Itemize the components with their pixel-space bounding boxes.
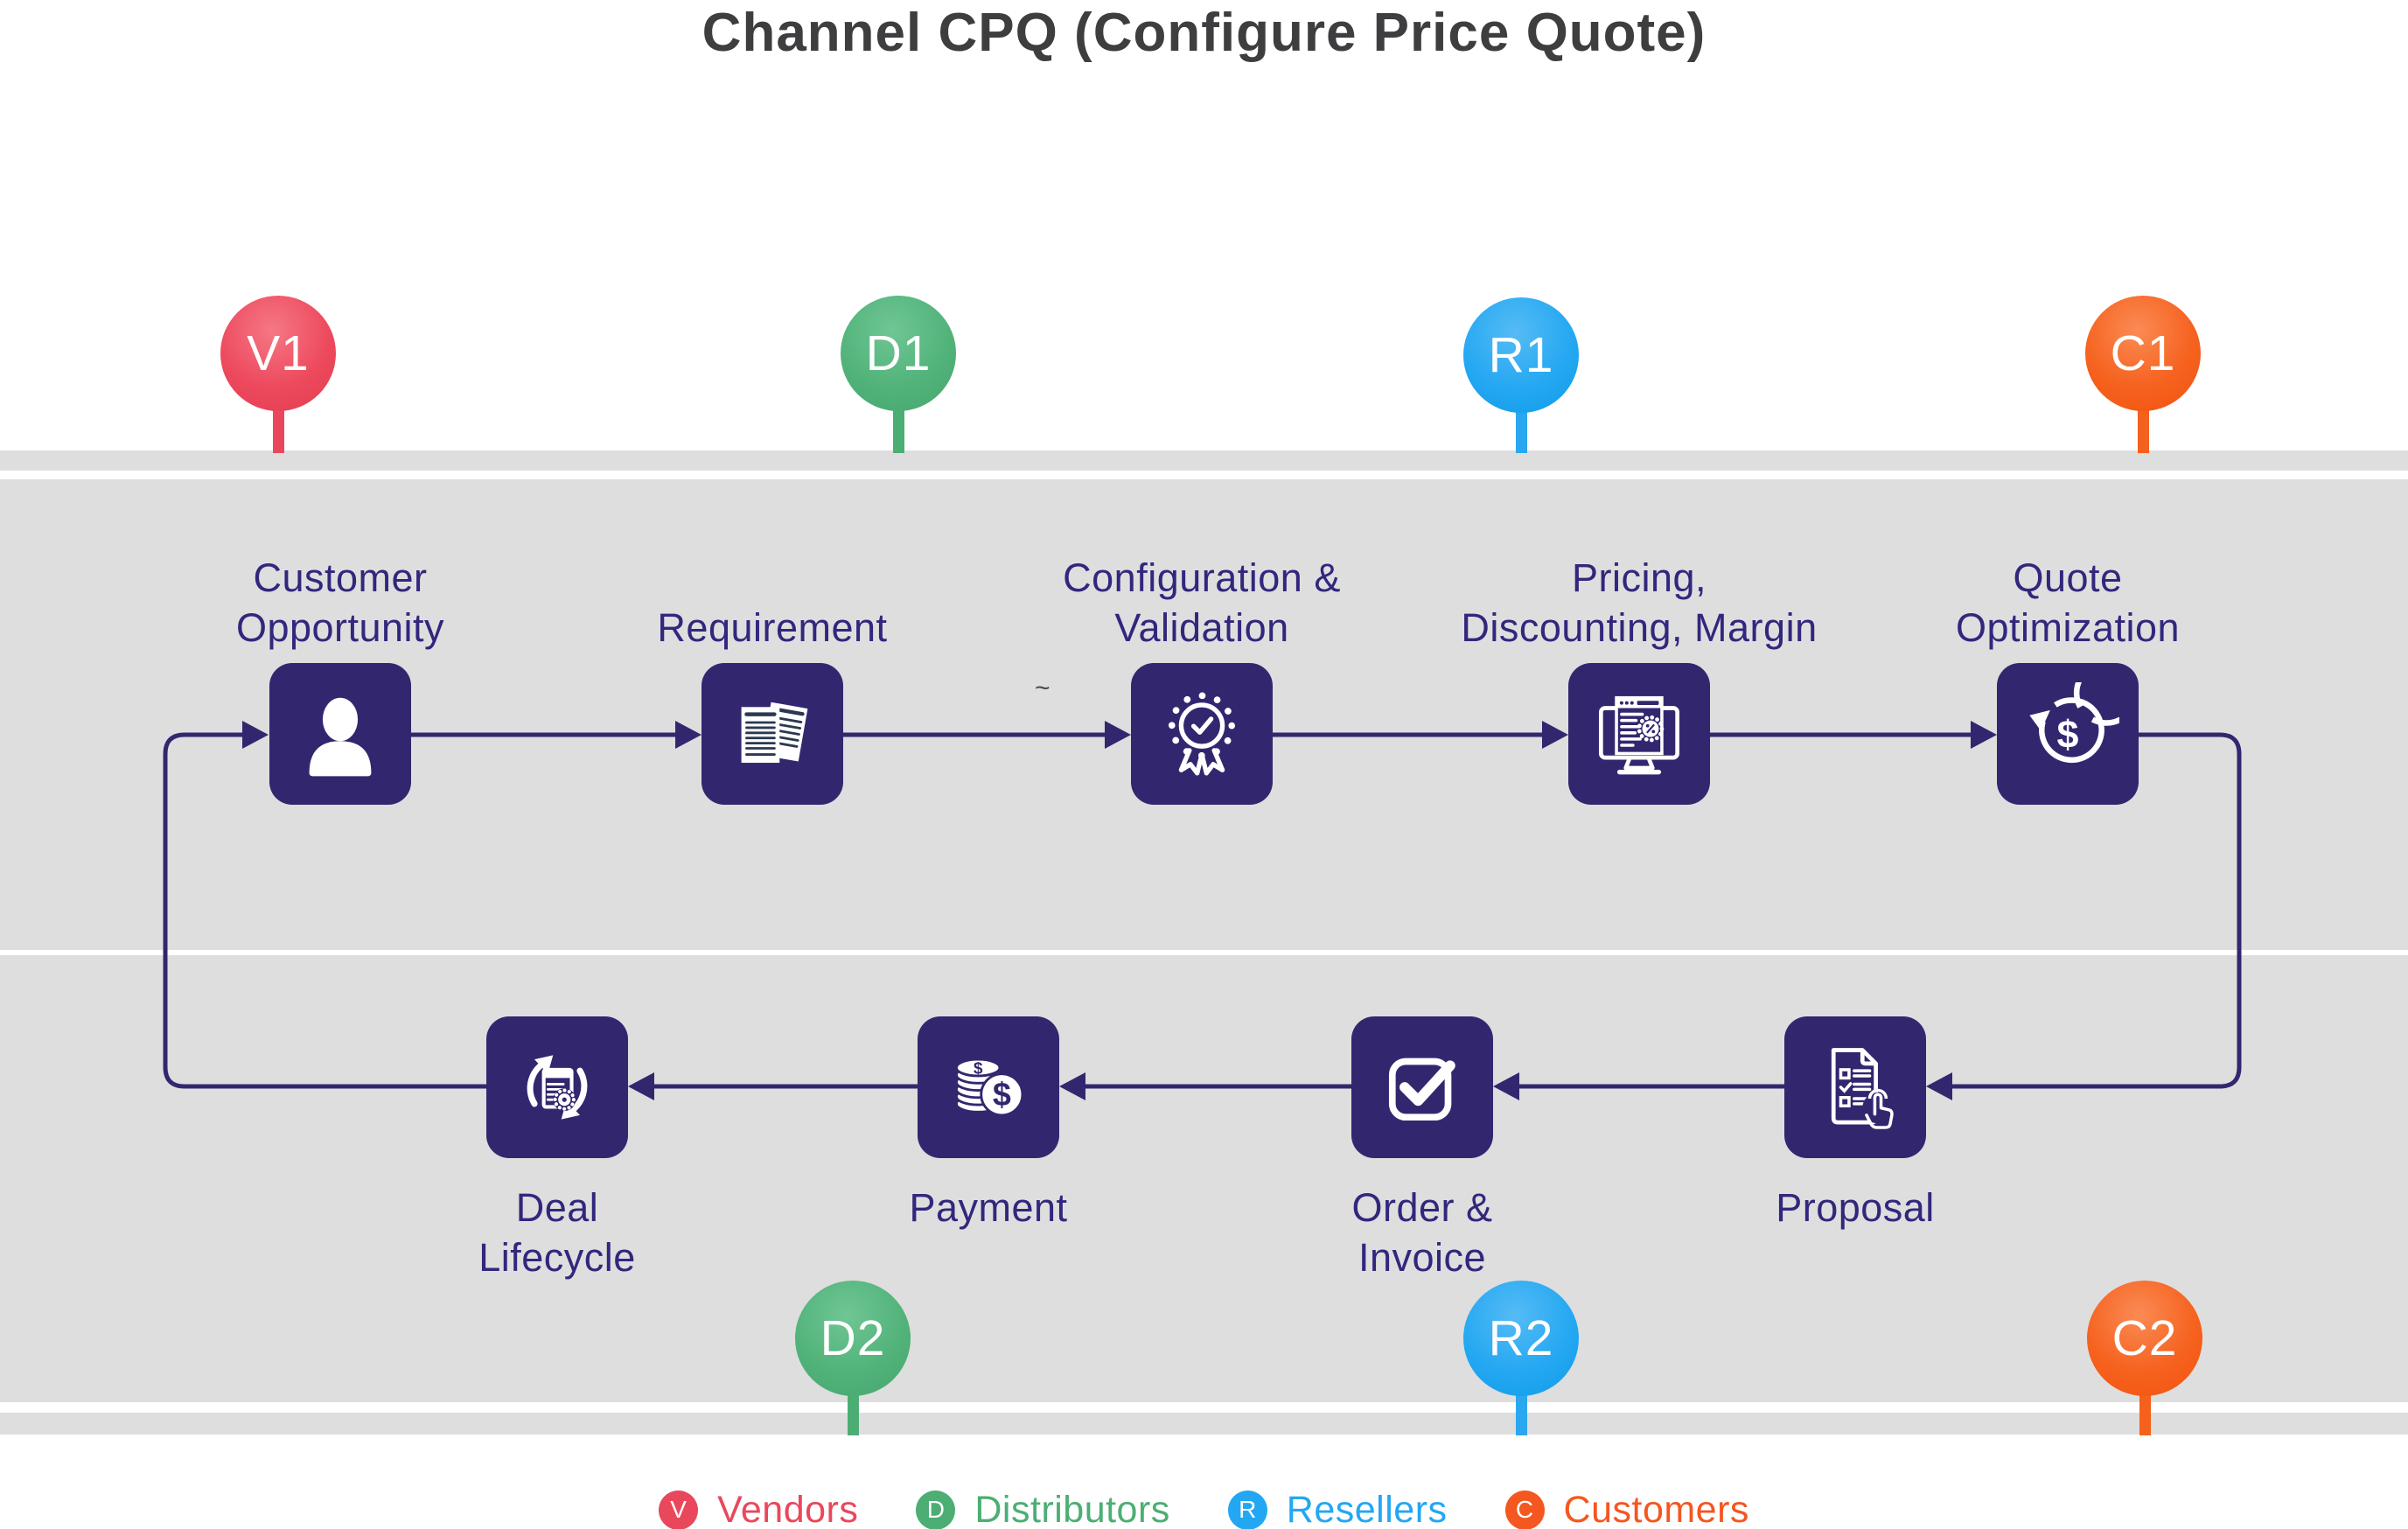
label-proposal: Proposal <box>1619 1183 2091 1232</box>
label-quote-optimization: Quote Optimization <box>1832 513 2304 653</box>
pin-r1-stem <box>1516 404 1527 453</box>
band-lower <box>0 955 2408 1402</box>
step-requirement <box>701 663 843 805</box>
pin-c1-stem <box>2138 404 2149 453</box>
label-payment: Payment <box>752 1183 1225 1232</box>
label-configuration-validation: Configuration & Validation <box>966 513 1438 653</box>
step-order-invoice <box>1351 1016 1493 1158</box>
label-order-invoice-text: Order & Invoice <box>1351 1185 1493 1280</box>
arrowhead-into-order <box>1493 1072 1519 1100</box>
connector-loop-right <box>1952 732 2242 1089</box>
label-configuration-validation-text: Configuration & Validation <box>1063 555 1341 650</box>
arrowhead-into-pricing <box>1542 721 1568 749</box>
step-proposal <box>1784 1016 1926 1158</box>
label-proposal-text: Proposal <box>1776 1185 1935 1230</box>
user-icon <box>309 697 372 777</box>
label-requirement: Requirement <box>536 513 1009 653</box>
pin-c1-circle: C1 <box>2085 296 2201 411</box>
pin-d1-stem <box>893 404 904 453</box>
legend-item-distributors: D Distributors <box>916 1489 1169 1529</box>
legend-item-resellers: R Resellers <box>1227 1488 1448 1529</box>
arrowhead-into-quote <box>1971 721 1997 749</box>
vendor-dot-icon: V <box>659 1490 699 1529</box>
pin-v1-circle: V1 <box>220 296 336 411</box>
pin-r2-stem <box>1516 1391 1527 1435</box>
pin-r1-circle: R1 <box>1463 297 1579 413</box>
label-order-invoice: Order & Invoice <box>1186 1183 1658 1282</box>
arrowhead-into-payment <box>1059 1072 1085 1100</box>
arrowhead-into-configuration <box>1105 721 1131 749</box>
pin-d1-circle: D1 <box>841 296 956 411</box>
label-quote-optimization-text: Quote Optimization <box>1955 555 2181 650</box>
band-strip-bottom <box>0 1413 2408 1435</box>
coins-dollar-icon: $ $ <box>955 1058 1024 1117</box>
arrowhead-into-deal <box>628 1072 654 1100</box>
dollar-refresh-icon: $ <box>2029 682 2119 764</box>
legend-item-vendors: V Vendors <box>659 1489 858 1529</box>
label-customer-opportunity: Customer Opportunity <box>104 513 576 653</box>
distributor-dot-icon: D <box>916 1490 956 1529</box>
pin-c2-stem <box>2139 1391 2151 1435</box>
step-payment: $ $ <box>918 1016 1059 1158</box>
step-customer-opportunity <box>269 663 411 805</box>
legend-distributors-label: Distributors <box>974 1488 1170 1529</box>
pin-c2-circle: C2 <box>2087 1281 2202 1396</box>
pin-r2-circle: R2 <box>1463 1281 1579 1396</box>
page-title: Channel CPQ (Configure Price Quote) <box>701 3 1707 63</box>
svg-text:$: $ <box>2057 711 2079 756</box>
document-cycle-icon <box>527 1055 588 1120</box>
document-click-icon <box>1831 1048 1894 1129</box>
label-pricing-discounting-margin: Pricing, Discounting, Margin <box>1403 513 1875 653</box>
label-customer-opportunity-text: Customer Opportunity <box>235 555 445 650</box>
pin-d2-circle: D2 <box>795 1281 911 1396</box>
step-quote-optimization: $ <box>1997 663 2139 805</box>
band-strip-top <box>0 450 2408 471</box>
svg-text:$: $ <box>993 1076 1011 1113</box>
badge-check-icon <box>1168 692 1236 776</box>
label-pricing-discounting-margin-text: Pricing, Discounting, Margin <box>1461 555 1818 650</box>
label-deal-lifecycle: Deal Lifecycle <box>321 1183 793 1282</box>
monitor-percent-icon <box>1598 695 1680 775</box>
connector-loop-left <box>163 732 486 1089</box>
label-payment-text: Payment <box>909 1185 1068 1230</box>
legend-resellers-label: Resellers <box>1286 1488 1448 1529</box>
step-pricing-discounting-margin <box>1568 663 1710 805</box>
label-deal-lifecycle-text: Deal Lifecycle <box>478 1185 636 1280</box>
stray-mark: ~ <box>1035 674 1050 702</box>
step-deal-lifecycle <box>486 1016 628 1158</box>
documents-icon <box>741 702 808 764</box>
label-requirement-text: Requirement <box>657 605 888 650</box>
pin-v1-stem <box>273 404 284 453</box>
arrowhead-into-requirement <box>675 721 701 749</box>
arrowhead-into-proposal <box>1926 1072 1952 1100</box>
legend-vendors-label: Vendors <box>717 1488 859 1529</box>
pin-d2-stem <box>848 1391 859 1435</box>
checkbox-check-icon <box>1388 1058 1455 1121</box>
arrowhead-into-customer-opportunity <box>242 721 269 749</box>
svg-text:$: $ <box>974 1059 983 1078</box>
step-configuration-validation <box>1131 663 1273 805</box>
legend-customers-label: Customers <box>1563 1488 1749 1529</box>
legend: V Vendors D Distributors R Resellers C C… <box>0 1485 2408 1529</box>
reseller-dot-icon: R <box>1227 1490 1267 1529</box>
legend-item-customers: C Customers <box>1504 1488 1749 1529</box>
customer-dot-icon: C <box>1504 1490 1545 1529</box>
